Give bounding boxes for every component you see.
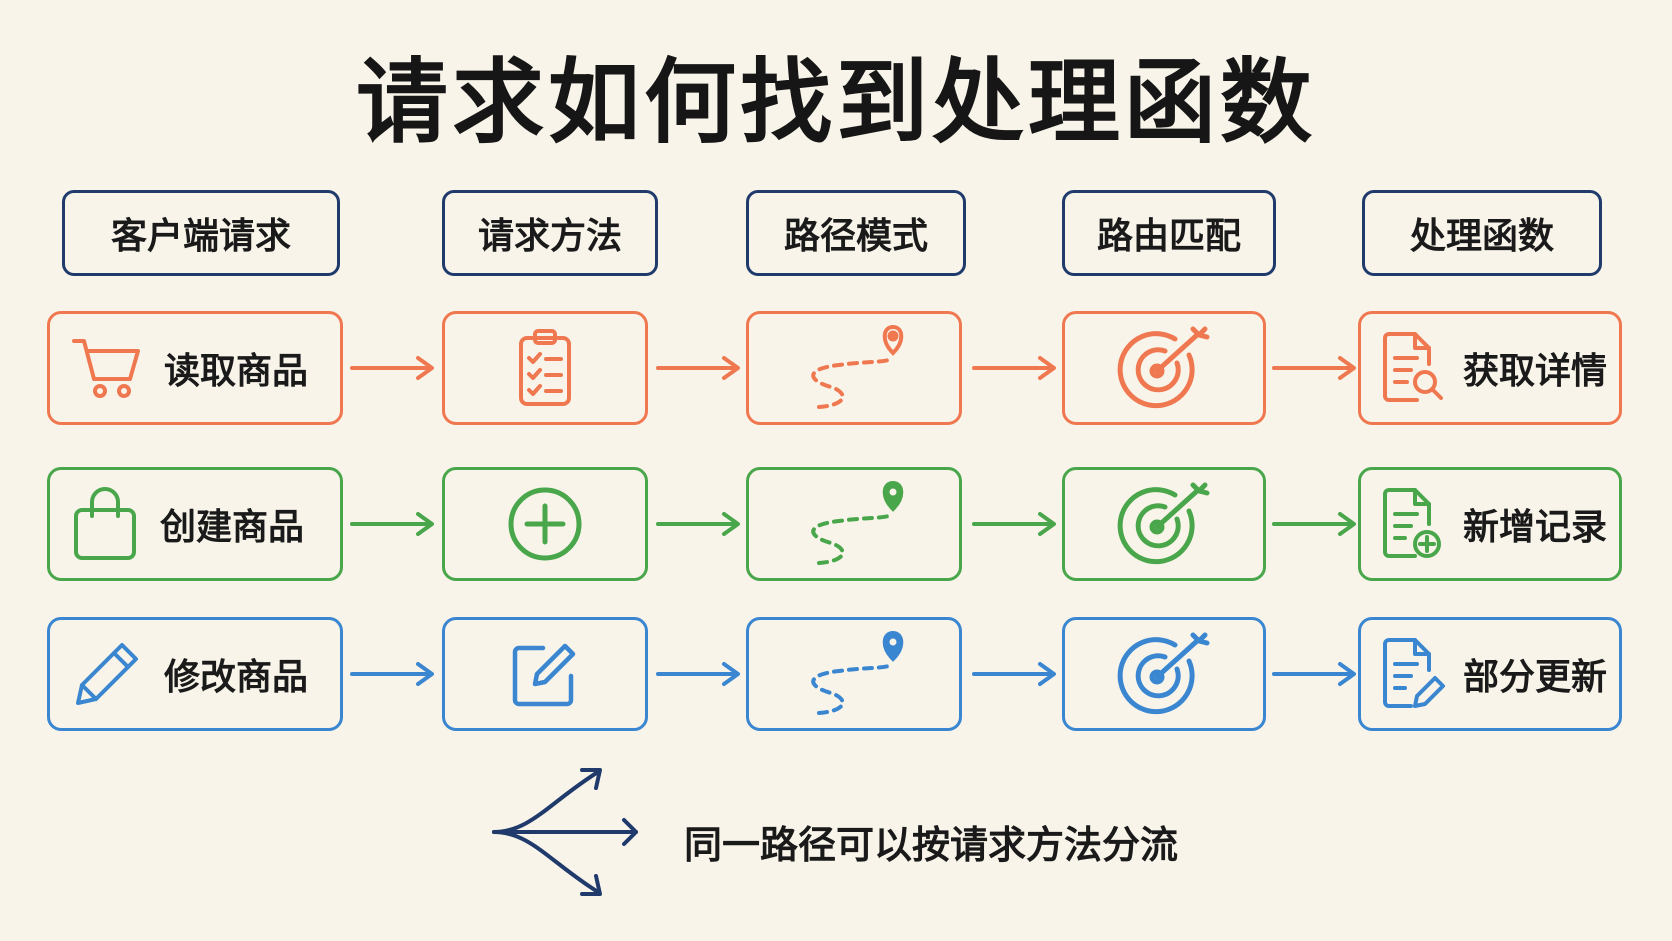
row2-arrow-3: [972, 512, 1056, 536]
row1-arrow-1: [350, 356, 434, 380]
row1-handler-box: 获取详情: [1358, 311, 1622, 425]
header-client-request: 客户端请求: [62, 190, 340, 276]
dashed-route-pin-icon: [799, 323, 909, 413]
header-handler-function: 处理函数: [1362, 190, 1602, 276]
row1-arrow-2: [656, 356, 740, 380]
header-request-method: 请求方法: [442, 190, 658, 276]
target-arrow-icon: [1117, 481, 1210, 567]
row2-client-label: 创建商品: [160, 507, 305, 548]
branching-arrows-icon: [490, 762, 640, 902]
pencil-icon: [72, 639, 142, 709]
row3-arrow-4: [1272, 662, 1356, 686]
shopping-bag-icon: [72, 486, 138, 562]
row3-handler-box: 部分更新: [1358, 617, 1622, 731]
row2-client-box: 创建商品: [47, 467, 343, 581]
diagram-title: 请求如何找到处理函数: [355, 49, 1316, 156]
header-path-pattern: 路径模式: [746, 190, 966, 276]
row1-arrow-4: [1272, 356, 1356, 380]
row1-method-box: [442, 311, 648, 425]
dashed-route-pin-icon: [799, 629, 909, 719]
row3-match-box: [1062, 617, 1266, 731]
plus-circle-icon: [507, 486, 583, 562]
row3-method-box: [442, 617, 648, 731]
row1-client-box: 读取商品: [47, 311, 343, 425]
row3-path-box: [746, 617, 962, 731]
row2-path-box: [746, 467, 962, 581]
row3-arrow-1: [350, 662, 434, 686]
row1-arrow-3: [972, 356, 1056, 380]
clipboard-checklist-icon: [517, 328, 573, 408]
dashed-route-pin-icon: [799, 479, 909, 569]
row1-client-label: 读取商品: [164, 351, 309, 392]
row3-arrow-3: [972, 662, 1056, 686]
row3-client-label: 修改商品: [164, 657, 309, 698]
row2-handler-box: 新增记录: [1358, 467, 1622, 581]
document-plus-icon: [1381, 486, 1445, 562]
note-text: 同一路径可以按请求方法分流: [684, 823, 1179, 867]
header-route-match: 路由匹配: [1062, 190, 1276, 276]
document-search-icon: [1381, 330, 1445, 406]
row1-handler-label: 获取详情: [1463, 351, 1608, 392]
row2-arrow-1: [350, 512, 434, 536]
row2-method-box: [442, 467, 648, 581]
target-arrow-icon: [1117, 631, 1210, 717]
target-arrow-icon: [1117, 325, 1210, 411]
row2-match-box: [1062, 467, 1266, 581]
row3-handler-label: 部分更新: [1463, 657, 1608, 698]
row1-match-box: [1062, 311, 1266, 425]
row2-arrow-2: [656, 512, 740, 536]
row2-arrow-4: [1272, 512, 1356, 536]
document-edit-icon: [1381, 636, 1445, 712]
row3-client-box: 修改商品: [47, 617, 343, 731]
edit-square-icon: [509, 638, 581, 710]
row3-arrow-2: [656, 662, 740, 686]
row2-handler-label: 新增记录: [1463, 507, 1608, 548]
shopping-cart-icon: [72, 335, 142, 401]
row1-path-box: [746, 311, 962, 425]
